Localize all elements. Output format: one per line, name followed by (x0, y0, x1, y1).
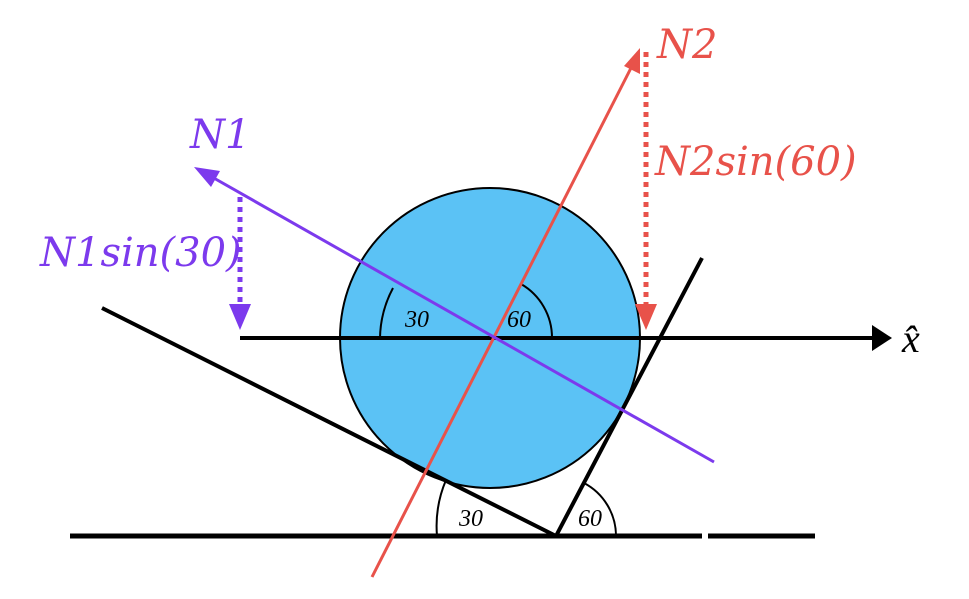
center-angle-right-label: 60 (507, 307, 531, 333)
n1-component-arrowhead-icon (229, 304, 251, 330)
center-angle-arc-right (520, 283, 554, 339)
right-incline (554, 257, 704, 537)
base-angle-arc-right (583, 482, 617, 537)
n2-component-label: N2sin(60) (654, 139, 857, 185)
base-angle-arc-left (435, 479, 447, 537)
n1-label: N1 (189, 112, 250, 158)
n2-force-line (370, 65, 634, 578)
n1-component-label: N1sin(30) (39, 230, 242, 276)
base-angle-right-label: 60 (578, 506, 602, 532)
x-axis-label: x̂ (901, 316, 920, 361)
x-axis-arrowhead-icon (872, 325, 892, 351)
n2-label: N2 (656, 22, 717, 68)
n2-component-arrowhead-icon (635, 304, 657, 330)
n2-arrowhead-icon (624, 48, 640, 74)
center-angle-left-label: 30 (404, 307, 429, 333)
base-angle-left-label: 30 (458, 506, 483, 532)
n1-force-line (211, 175, 715, 464)
n1-arrowhead-icon (194, 167, 220, 187)
left-incline (101, 306, 557, 538)
center-angle-arc-left (379, 287, 394, 339)
